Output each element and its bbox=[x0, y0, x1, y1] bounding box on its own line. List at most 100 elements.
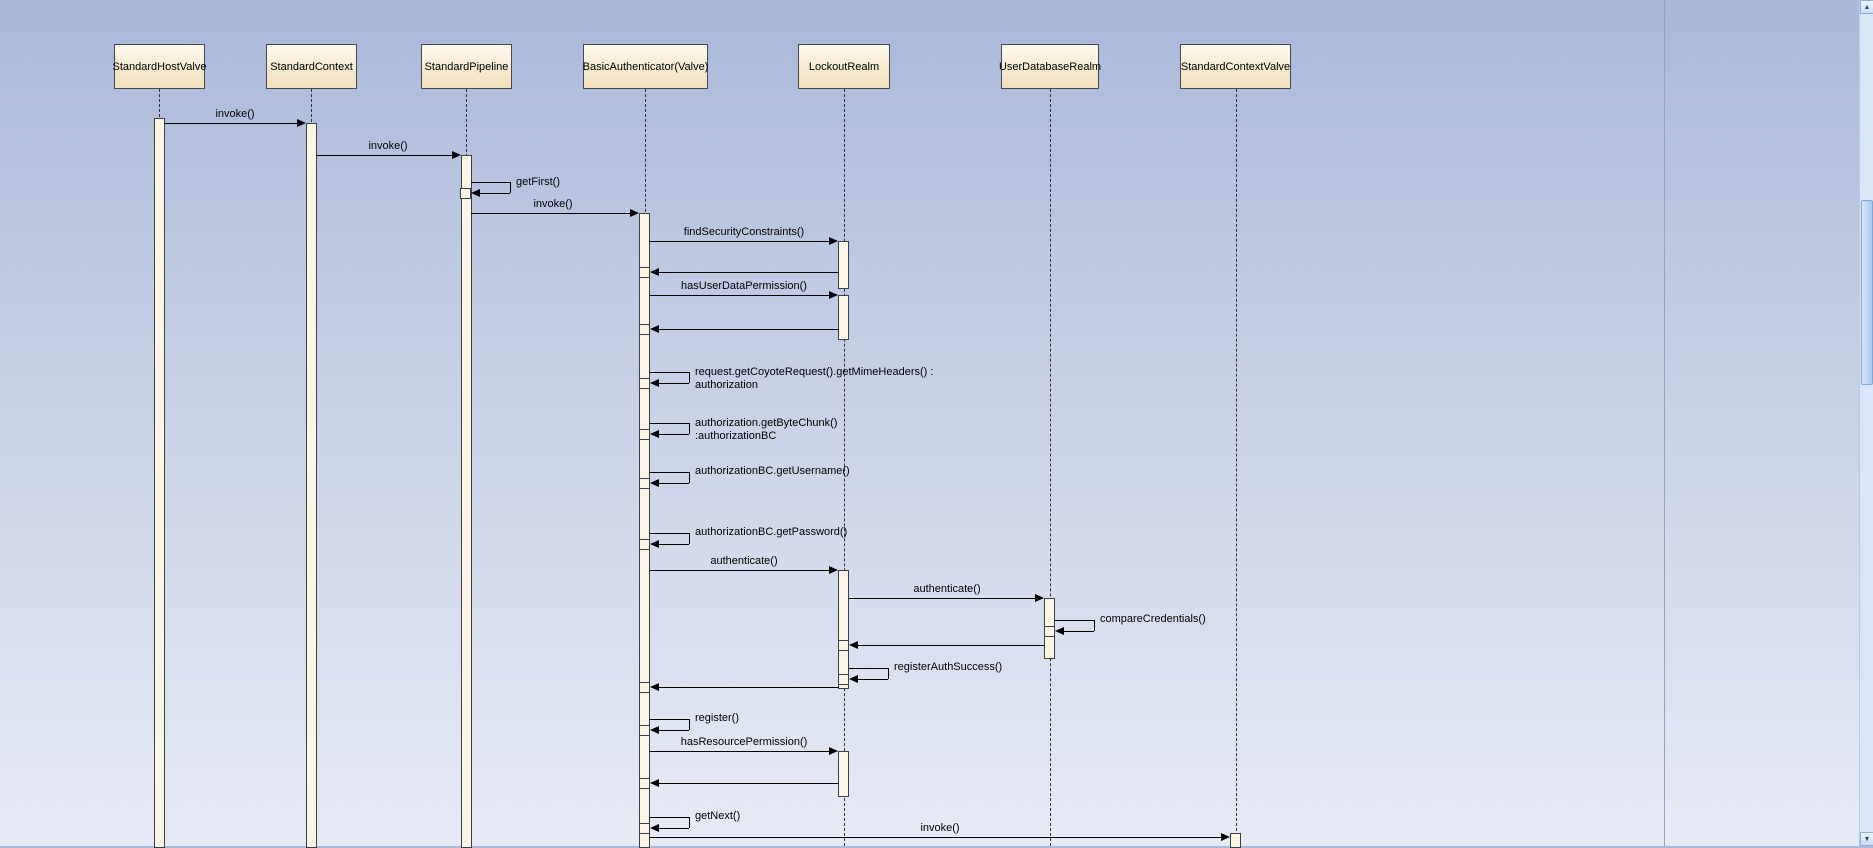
self-message-line bbox=[1055, 620, 1094, 621]
actor-name: BasicAuthenticator(Valve) bbox=[582, 60, 709, 73]
actor-head-standardpipeline: StandardPipeline bbox=[421, 44, 512, 89]
message-label: authorization.getByteChunk() :authorizat… bbox=[695, 417, 838, 442]
arrowhead-icon bbox=[849, 675, 858, 683]
activation-bar-standardcontext bbox=[306, 123, 317, 848]
self-message-line bbox=[650, 423, 689, 424]
return-marker bbox=[639, 539, 650, 550]
arrowhead-icon bbox=[650, 325, 659, 333]
message-label: compareCredentials() bbox=[1100, 613, 1206, 625]
arrowhead-icon bbox=[650, 683, 659, 691]
arrowhead-icon bbox=[471, 189, 480, 197]
vertical-scrollbar[interactable]: ▲ ▼ bbox=[1859, 0, 1873, 846]
self-message-line bbox=[650, 372, 689, 373]
actor-head-basicauthenticator: BasicAuthenticator(Valve) bbox=[583, 44, 708, 89]
self-message-line bbox=[858, 679, 888, 680]
arrowhead-icon bbox=[829, 566, 838, 574]
self-message-line bbox=[849, 668, 888, 669]
return-marker bbox=[639, 378, 650, 389]
self-message-line bbox=[650, 533, 689, 534]
self-message-line bbox=[659, 434, 689, 435]
return-line bbox=[659, 272, 838, 273]
return-marker bbox=[639, 267, 650, 278]
message-label: registerAuthSuccess() bbox=[894, 661, 1003, 673]
scroll-down-button[interactable]: ▼ bbox=[1860, 832, 1873, 846]
self-message-line bbox=[689, 472, 690, 483]
scroll-down-icon: ▼ bbox=[1863, 835, 1871, 843]
self-message-line bbox=[659, 730, 689, 731]
self-message-line bbox=[689, 719, 690, 730]
scrollbar-thumb[interactable] bbox=[1861, 200, 1873, 385]
actor-name: StandardContext bbox=[270, 60, 353, 73]
arrowhead-icon bbox=[650, 779, 659, 787]
self-message-line bbox=[1094, 620, 1095, 631]
return-line bbox=[659, 783, 838, 784]
arrowhead-icon bbox=[1035, 594, 1044, 602]
page-boundary-line bbox=[1664, 0, 1665, 846]
return-marker bbox=[639, 725, 650, 736]
return-marker bbox=[639, 682, 650, 693]
message-label: invoke() bbox=[368, 140, 408, 152]
scroll-up-button[interactable]: ▲ bbox=[1860, 0, 1873, 14]
self-message-line bbox=[689, 423, 690, 434]
message-line bbox=[650, 570, 829, 571]
return-marker bbox=[639, 324, 650, 335]
return-marker bbox=[639, 429, 650, 440]
self-message-line bbox=[650, 472, 689, 473]
message-line bbox=[650, 241, 829, 242]
return-line bbox=[659, 687, 838, 688]
return-marker bbox=[460, 188, 471, 199]
self-message-line bbox=[659, 544, 689, 545]
return-marker bbox=[639, 778, 650, 789]
arrowhead-icon bbox=[297, 119, 306, 127]
lifeline-lockoutrealm bbox=[844, 89, 845, 846]
return-marker bbox=[838, 674, 849, 685]
return-line bbox=[858, 645, 1044, 646]
message-label: getFirst() bbox=[516, 176, 560, 188]
return-marker bbox=[1044, 626, 1055, 637]
message-label: hasResourcePermission() bbox=[680, 736, 808, 748]
message-label: findSecurityConstraints() bbox=[683, 226, 805, 238]
message-label: request.getCoyoteRequest().getMimeHeader… bbox=[695, 366, 934, 391]
message-label: authorizationBC.getUsername() bbox=[695, 465, 850, 477]
self-message-line bbox=[659, 483, 689, 484]
actor-name: StandardContextValve bbox=[1180, 60, 1291, 73]
activation-bar-lockoutrealm bbox=[838, 570, 849, 689]
message-label: register() bbox=[695, 712, 740, 724]
arrowhead-icon bbox=[650, 540, 659, 548]
actor-head-lockoutrealm: LockoutRealm bbox=[798, 44, 890, 89]
self-message-line bbox=[471, 182, 510, 183]
message-line bbox=[650, 295, 829, 296]
self-message-line bbox=[659, 828, 689, 829]
arrowhead-icon bbox=[1221, 833, 1230, 841]
self-message-line bbox=[510, 182, 511, 193]
message-label: getNext() bbox=[695, 810, 741, 822]
return-line bbox=[659, 329, 838, 330]
actor-head-standardhostvalve: StandardHostValve bbox=[113, 44, 206, 89]
return-marker bbox=[639, 478, 650, 489]
activation-bar-lockoutrealm bbox=[838, 241, 849, 289]
message-line bbox=[316, 155, 452, 156]
self-message-line bbox=[1064, 631, 1094, 632]
activation-bar-standardhostvalve bbox=[154, 118, 165, 848]
arrowhead-icon bbox=[829, 747, 838, 755]
message-line bbox=[650, 751, 829, 752]
actor-head-userdatabaserealm: UserDatabaseRealm bbox=[999, 44, 1101, 89]
arrowhead-icon bbox=[650, 268, 659, 276]
arrowhead-icon bbox=[650, 430, 659, 438]
arrowhead-icon bbox=[650, 379, 659, 387]
message-label: invoke() bbox=[920, 822, 960, 834]
self-message-line bbox=[689, 817, 690, 828]
arrowhead-icon bbox=[849, 641, 858, 649]
message-line bbox=[650, 837, 1221, 838]
actor-head-standardcontext: StandardContext bbox=[266, 44, 357, 89]
message-line bbox=[164, 123, 297, 124]
self-message-line bbox=[650, 817, 689, 818]
self-message-line bbox=[650, 719, 689, 720]
arrowhead-icon bbox=[452, 151, 461, 159]
message-label: authenticate() bbox=[913, 583, 981, 595]
self-message-line bbox=[689, 372, 690, 383]
actor-name: StandardPipeline bbox=[424, 60, 509, 73]
message-label: invoke() bbox=[533, 198, 573, 210]
arrowhead-icon bbox=[650, 726, 659, 734]
